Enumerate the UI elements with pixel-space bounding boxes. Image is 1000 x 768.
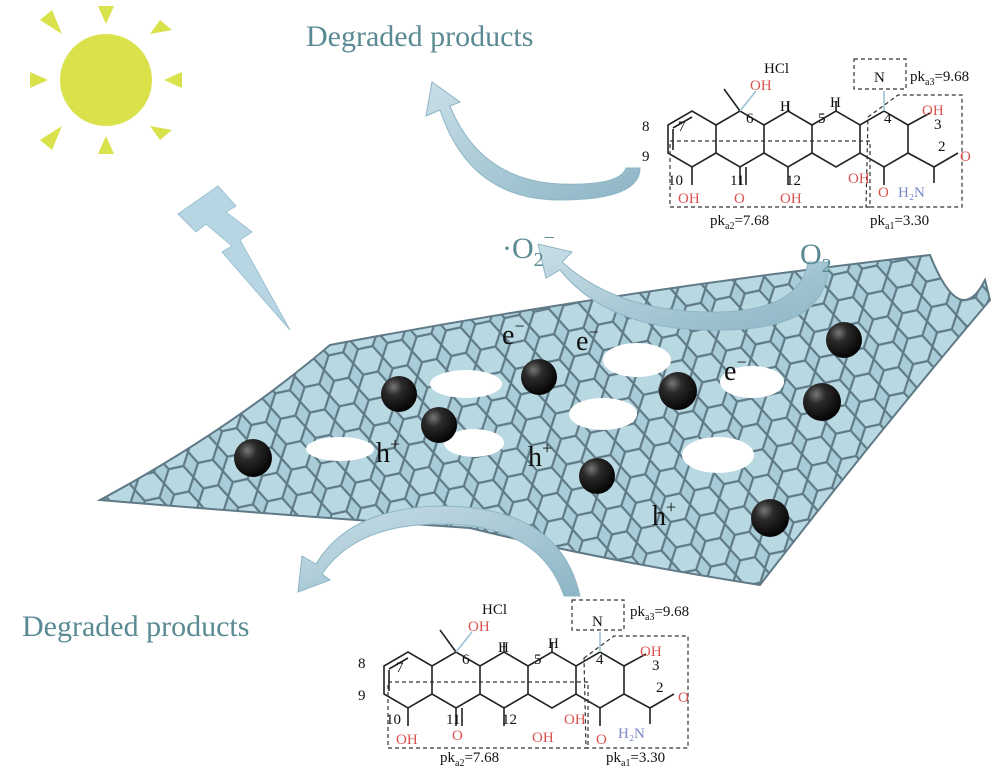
svg-text:OH: OH xyxy=(678,191,700,207)
svg-text:OH: OH xyxy=(396,732,418,748)
svg-text:OH: OH xyxy=(564,712,586,728)
svg-text:H₂N: H₂N xyxy=(898,185,925,201)
svg-text:2: 2 xyxy=(656,680,664,696)
svg-text:5: 5 xyxy=(534,652,542,668)
svg-text:12: 12 xyxy=(786,173,801,189)
svg-text:O: O xyxy=(960,149,971,165)
svg-text:OH: OH xyxy=(640,644,662,660)
svg-text:6: 6 xyxy=(746,111,754,127)
svg-text:H: H xyxy=(498,640,509,656)
lightning-bolt-icon xyxy=(177,185,291,331)
svg-text:OH: OH xyxy=(532,730,554,746)
vacancy xyxy=(603,343,671,377)
nanoparticles xyxy=(234,322,862,537)
svg-text:O: O xyxy=(678,690,689,706)
svg-text:H: H xyxy=(830,95,841,111)
top-degradation-arrow xyxy=(425,81,641,201)
svg-text:10: 10 xyxy=(386,712,401,728)
svg-text:12: 12 xyxy=(502,712,517,728)
degraded-products-bottom-label: Degraded products xyxy=(22,610,249,643)
nanoparticle xyxy=(381,376,417,412)
svg-text:N: N xyxy=(592,614,603,630)
vacancy xyxy=(569,398,637,430)
svg-text:pka3=9.68: pka3=9.68 xyxy=(630,604,689,623)
svg-text:3: 3 xyxy=(934,117,942,133)
svg-text:4: 4 xyxy=(596,652,604,668)
svg-text:pka2=7.68: pka2=7.68 xyxy=(440,750,499,768)
svg-text:7: 7 xyxy=(396,660,404,676)
svg-text:8: 8 xyxy=(642,119,650,135)
svg-text:O: O xyxy=(878,185,889,201)
svg-text:O: O xyxy=(452,728,463,744)
svg-text:pka3=9.68: pka3=9.68 xyxy=(910,69,969,88)
vacancy xyxy=(682,437,754,473)
sun-icon xyxy=(30,6,182,154)
nanoparticle xyxy=(234,439,272,477)
svg-text:pka1=3.30: pka1=3.30 xyxy=(870,213,929,232)
nanoparticle xyxy=(751,499,789,537)
svg-text:pka1=3.30: pka1=3.30 xyxy=(606,750,665,768)
electron-label: e− xyxy=(576,322,599,357)
svg-text:HCl: HCl xyxy=(764,61,789,77)
svg-text:H: H xyxy=(780,99,791,115)
vacancy xyxy=(444,429,504,457)
vacancy xyxy=(720,366,784,398)
svg-text:10: 10 xyxy=(668,173,683,189)
svg-text:9: 9 xyxy=(358,688,366,704)
svg-text:H: H xyxy=(548,636,559,652)
bottom-degradation-arrow xyxy=(297,505,581,597)
svg-text:11: 11 xyxy=(446,712,460,728)
nanoparticle xyxy=(826,322,862,358)
tetracycline-structure-top: HCl OH H H N OH O H₂N O OH OH O OH 3 2 4… xyxy=(642,58,971,232)
nanoparticle xyxy=(521,359,557,395)
vacancy xyxy=(430,370,502,398)
hole-label: h+ xyxy=(652,497,676,532)
svg-text:OH: OH xyxy=(780,191,802,207)
nanoparticle xyxy=(579,458,615,494)
svg-text:pka2=7.68: pka2=7.68 xyxy=(710,213,769,232)
nanoparticle xyxy=(659,372,697,410)
oxygen-label: O2 xyxy=(800,238,832,277)
svg-text:7: 7 xyxy=(678,119,686,135)
svg-text:5: 5 xyxy=(818,111,826,127)
svg-text:6: 6 xyxy=(462,652,470,668)
electron-label: e− xyxy=(502,316,525,351)
svg-text:OH: OH xyxy=(468,619,490,635)
degraded-products-top-label: Degraded products xyxy=(306,20,533,53)
svg-text:8: 8 xyxy=(358,656,366,672)
svg-text:OH: OH xyxy=(922,103,944,119)
svg-text:4: 4 xyxy=(884,111,892,127)
svg-text:OH: OH xyxy=(848,171,870,187)
hole-label: h+ xyxy=(528,438,552,473)
superoxide-label: ·O2− xyxy=(502,227,555,271)
svg-text:H₂N: H₂N xyxy=(618,726,645,742)
tetracycline-structure-bottom: HCl OH H H N OH O H₂N O OH OH O OH 3 2 4… xyxy=(358,599,689,768)
svg-text:O: O xyxy=(596,732,607,748)
svg-text:OH: OH xyxy=(750,78,772,94)
vacancy xyxy=(306,437,374,461)
svg-text:2: 2 xyxy=(938,139,946,155)
svg-text:9: 9 xyxy=(642,149,650,165)
nanoparticle xyxy=(803,383,841,421)
hole-label: h+ xyxy=(376,434,400,469)
svg-text:N: N xyxy=(874,70,885,86)
nanoparticle xyxy=(421,407,457,443)
svg-text:3: 3 xyxy=(652,658,660,674)
reduction-arrow xyxy=(537,243,829,331)
svg-text:11: 11 xyxy=(730,173,744,189)
electron-label: e− xyxy=(724,352,747,387)
svg-text:O: O xyxy=(734,191,745,207)
svg-text:HCl: HCl xyxy=(482,602,507,618)
